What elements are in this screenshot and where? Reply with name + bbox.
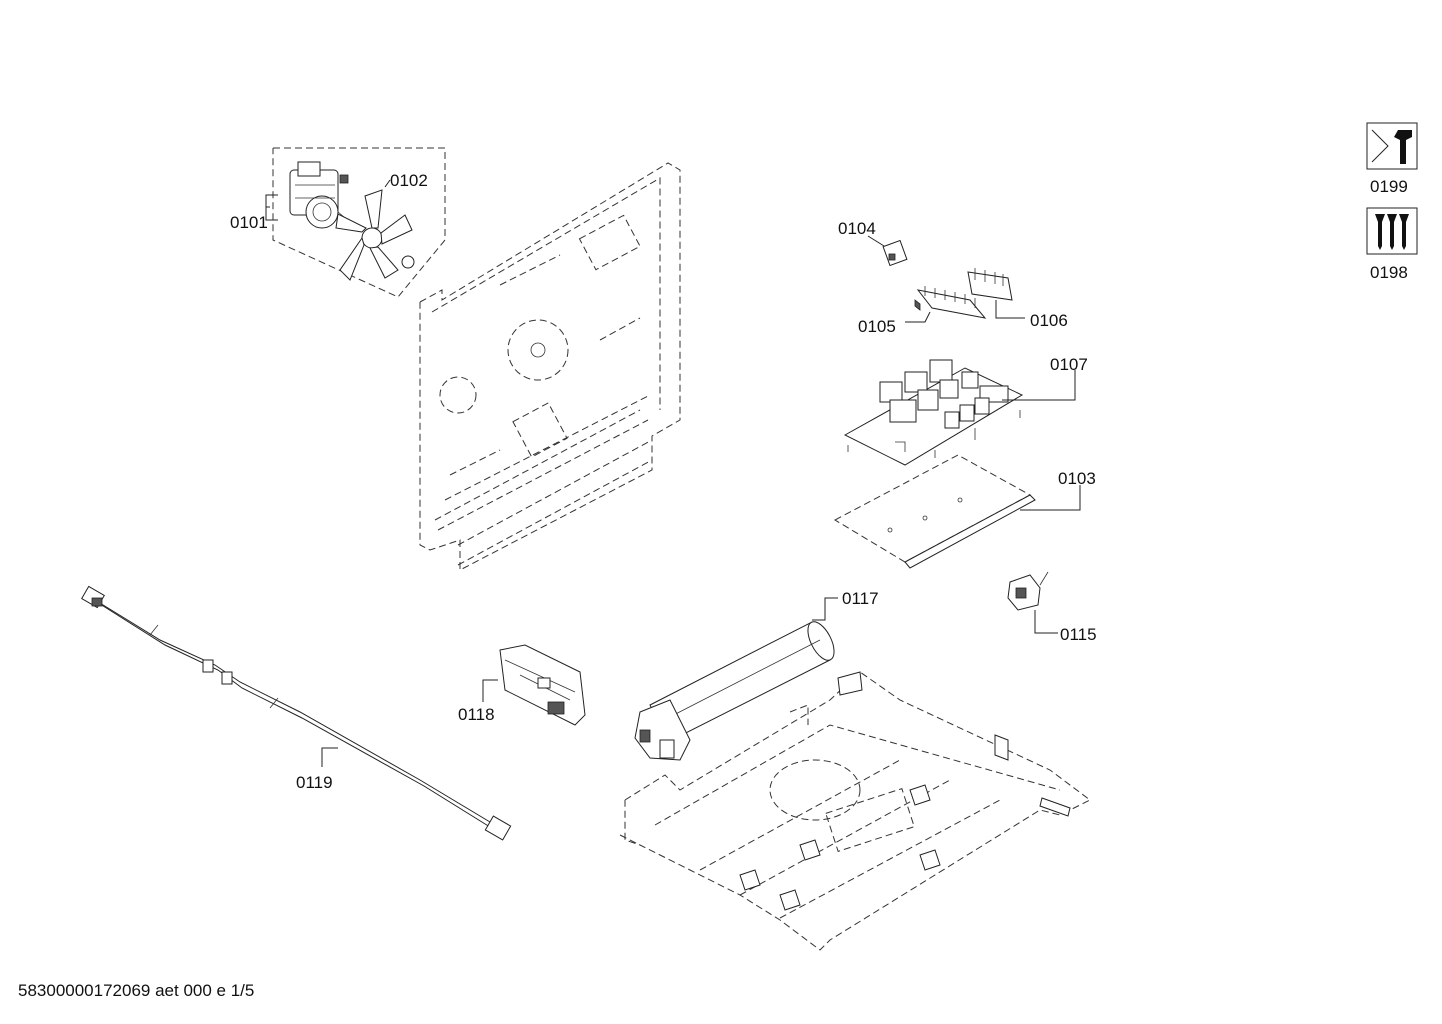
document-id: 58300000172069 aet 000 e 1/5 <box>18 981 255 1000</box>
label-0119: 0119 <box>296 773 333 792</box>
blower-0117[interactable]: 0117 <box>634 589 879 761</box>
service-icon-0199[interactable]: 0199 <box>1366 122 1418 196</box>
fan-motor-group: 0101 0102 <box>230 147 446 298</box>
label-0106: 0106 <box>1030 311 1068 330</box>
label-0199: 0199 <box>1370 177 1408 196</box>
base-plate <box>619 671 1091 951</box>
control-board-0107[interactable]: 0107 <box>843 355 1088 466</box>
harness-0119[interactable]: 0119 <box>81 585 512 841</box>
bracket-0115[interactable]: 0115 <box>1007 571 1097 644</box>
connector-0104[interactable]: 0104 <box>838 219 908 267</box>
label-0103: 0103 <box>1058 469 1096 488</box>
connector-0106[interactable]: 0106 <box>967 268 1068 330</box>
service-icon-0198[interactable]: 0198 <box>1366 207 1418 282</box>
connector-0105[interactable]: 0105 <box>858 286 987 336</box>
rear-wall-panel <box>419 162 681 571</box>
board-plate-0103[interactable]: 0103 <box>833 454 1096 569</box>
screws-icon <box>1375 214 1409 250</box>
fan-wheel[interactable] <box>335 189 415 281</box>
label-0102: 0102 <box>390 171 428 190</box>
label-0101: 0101 <box>230 213 268 232</box>
label-0118: 0118 <box>458 705 495 724</box>
wrench-icon <box>1371 129 1412 164</box>
label-0107: 0107 <box>1050 355 1088 374</box>
label-0104: 0104 <box>838 219 876 238</box>
element-0118[interactable]: 0118 <box>458 644 586 726</box>
label-0105: 0105 <box>858 317 896 336</box>
label-0117: 0117 <box>842 589 879 608</box>
label-0198: 0198 <box>1370 263 1408 282</box>
label-0115: 0115 <box>1060 625 1097 644</box>
